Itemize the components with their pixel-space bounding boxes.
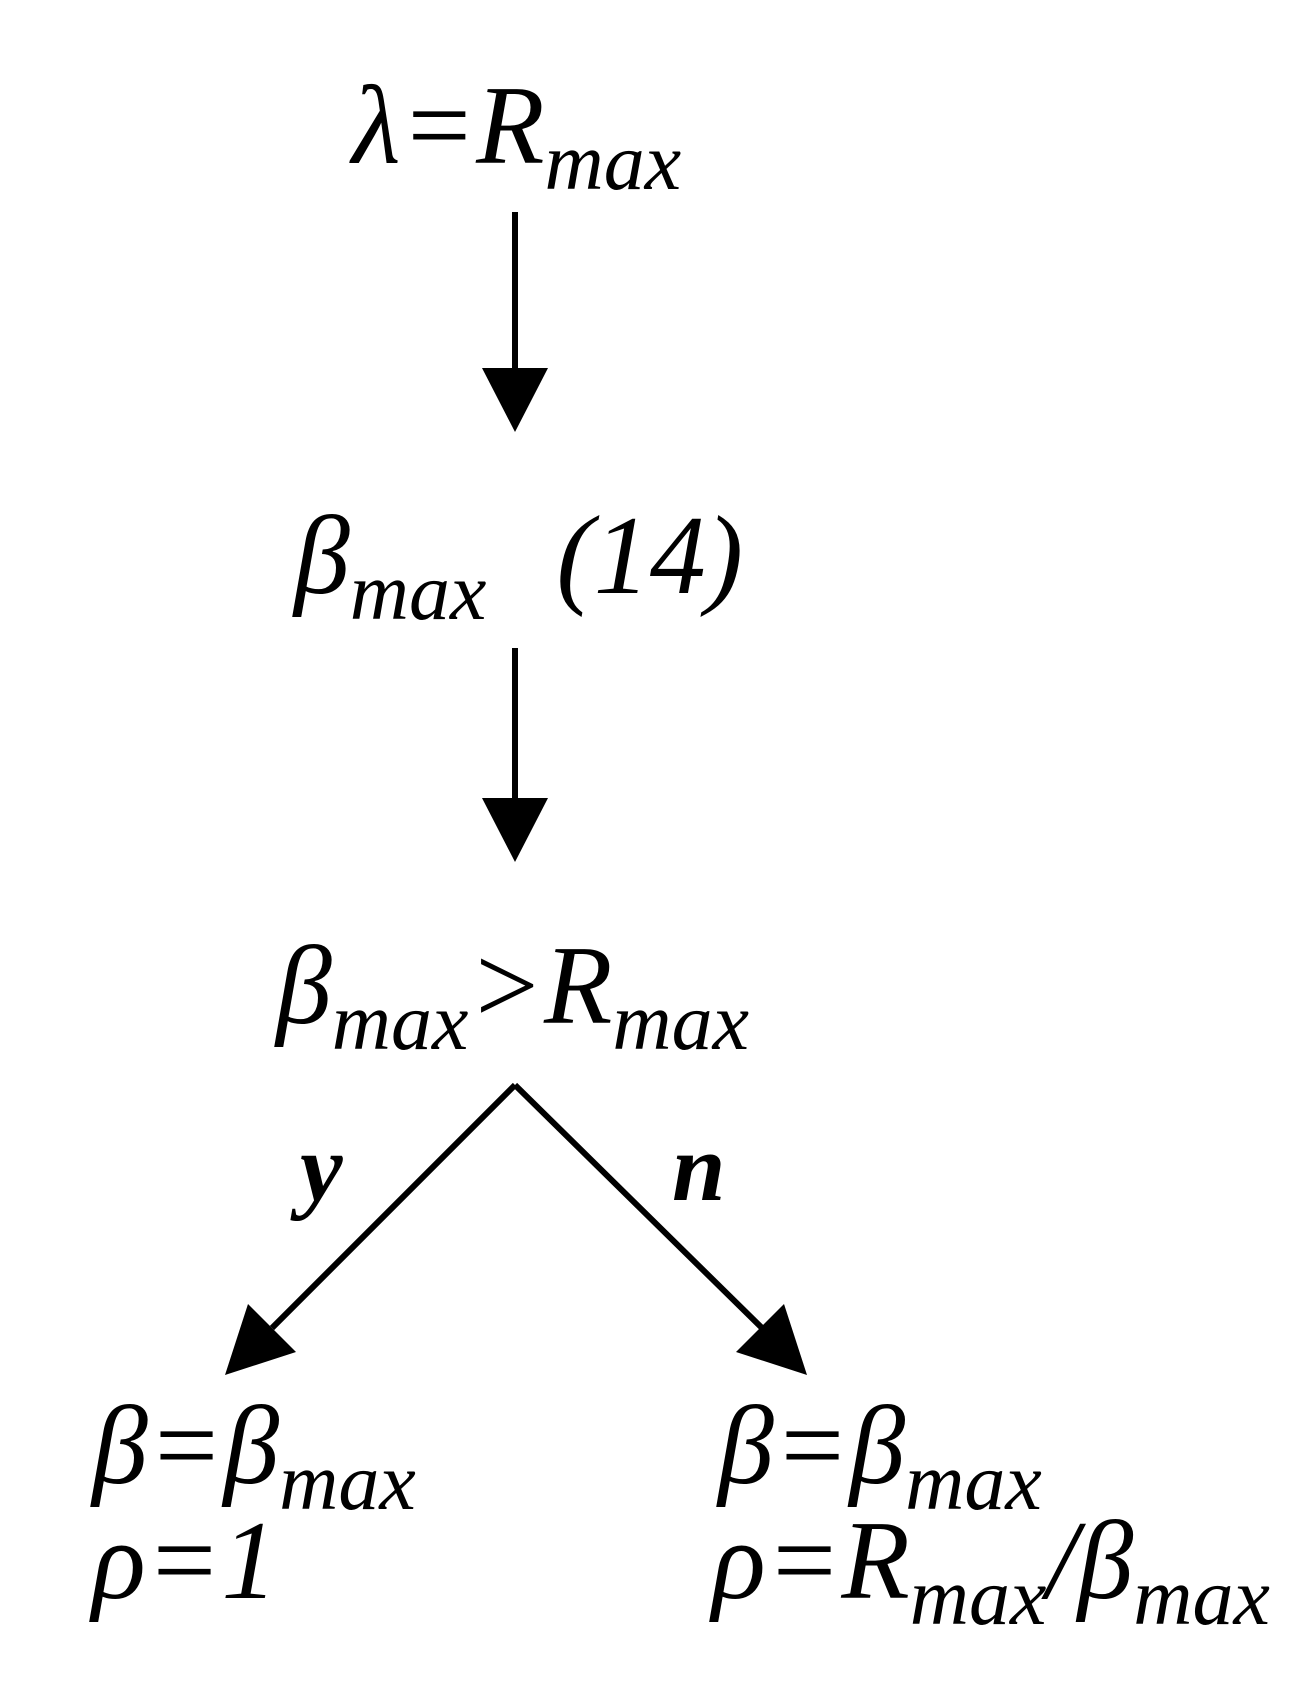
arrow-no-branch — [512, 1082, 807, 1375]
slash: / — [1046, 1499, 1078, 1623]
beta-symbol: β — [223, 1384, 280, 1508]
r-symbol: R — [476, 64, 545, 188]
compute-node: βmax(14) — [294, 500, 743, 633]
beta-symbol: β — [849, 1384, 906, 1508]
r-symbol: R — [841, 1499, 910, 1623]
rho-symbol: ρ — [712, 1499, 766, 1623]
yes-label: y — [300, 1114, 343, 1221]
arrow-yes-branch — [225, 1082, 518, 1375]
beta-symbol: β — [718, 1384, 774, 1508]
yes-result-line2: ρ=1 — [92, 1505, 277, 1617]
arrow-compute-to-decision — [482, 648, 548, 862]
greater-than-sign: > — [468, 924, 544, 1048]
max-subscript: max — [331, 976, 469, 1067]
max-subscript: max — [349, 546, 487, 637]
r-symbol: R — [543, 924, 613, 1048]
rho-symbol: ρ — [92, 1499, 146, 1623]
equals-sign: = — [400, 64, 477, 188]
beta-symbol: β — [92, 1384, 148, 1508]
no-result-line2: ρ=Rmax/βmax — [712, 1505, 1270, 1638]
start-node: λ=Rmax — [352, 70, 681, 203]
arrow-start-to-compute — [482, 212, 548, 432]
no-label: n — [672, 1114, 726, 1221]
max-subscript: max — [279, 1436, 416, 1527]
beta-symbol: β — [1077, 1499, 1134, 1623]
equation-reference: (14) — [556, 494, 743, 618]
decision-node: βmax>Rmax — [276, 930, 749, 1063]
beta-symbol: β — [294, 494, 350, 618]
yes-result-line1: β=βmax — [92, 1390, 416, 1523]
beta-symbol: β — [276, 924, 332, 1048]
equals-sign: = — [773, 1384, 850, 1508]
max-subscript: max — [544, 116, 682, 207]
max-subscript: max — [612, 976, 750, 1067]
max-subscript: max — [905, 1436, 1042, 1527]
equals-sign: = — [147, 1384, 224, 1508]
equals-sign: = — [765, 1499, 842, 1623]
lambda-symbol: λ — [352, 64, 401, 188]
rho-value: 1 — [221, 1499, 278, 1623]
max-subscript: max — [1133, 1551, 1270, 1642]
no-result-line1: β=βmax — [718, 1390, 1042, 1523]
max-subscript: max — [909, 1551, 1047, 1642]
equals-sign: = — [145, 1499, 222, 1623]
